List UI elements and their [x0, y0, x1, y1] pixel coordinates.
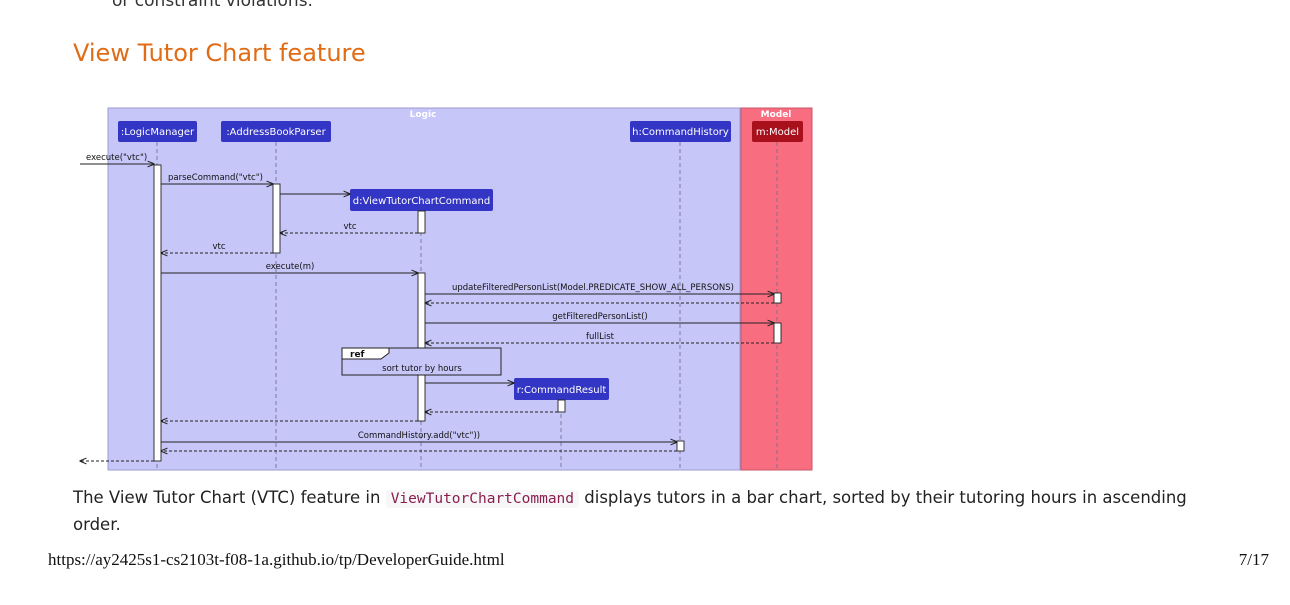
- activation-vtc-execute: [417, 272, 426, 422]
- participant-model-box: [752, 121, 803, 142]
- participant-parser: :AddressBookParser: [226, 127, 326, 138]
- ref-frame: ref sort tutor by hours: [341, 347, 502, 376]
- label-return-vtc-2: vtc: [212, 242, 225, 252]
- activation-model-get: [773, 322, 782, 344]
- participant-vtc-command: d:ViewTutorChartCommand: [353, 196, 490, 207]
- participant-command-result-box: [514, 378, 609, 400]
- description-paragraph: The View Tutor Chart (VTC) feature in Vi…: [73, 485, 1223, 537]
- sequence-diagram: Logic Model :LogicManager :AddressBookPa…: [78, 105, 818, 473]
- participant-command-history-box: [630, 121, 731, 142]
- activation-parser: [272, 183, 281, 254]
- activation-command-history: [676, 440, 685, 452]
- label-get-filtered: getFilteredPersonList(): [552, 312, 648, 322]
- label-history-add: CommandHistory.add("vtc")): [358, 431, 480, 441]
- section-heading: View Tutor Chart feature: [73, 39, 366, 67]
- participant-vtc-command-box: [350, 189, 493, 211]
- label-execute-vtc: execute("vtc"): [86, 153, 147, 163]
- label-parse-command: parseCommand("vtc"): [168, 173, 263, 183]
- activation-command-result: [557, 399, 566, 413]
- ref-tag: ref: [350, 350, 365, 360]
- inline-code-class: ViewTutorChartCommand: [385, 490, 580, 508]
- footer-url: https://ay2425s1-cs2103t-f08-1a.github.i…: [48, 550, 505, 569]
- participant-command-history: h:CommandHistory: [632, 127, 729, 138]
- participant-logic-manager-box: [118, 121, 197, 142]
- label-execute-m: execute(m): [266, 262, 315, 272]
- logic-group-label: Logic: [410, 110, 437, 120]
- participant-logic-manager: :LogicManager: [121, 127, 195, 138]
- activation-model-update: [773, 292, 782, 304]
- label-update-filtered: updateFilteredPersonList(Model.PREDICATE…: [452, 283, 734, 293]
- footer-page-number: 7/17: [1238, 550, 1269, 569]
- participant-parser-box: [221, 121, 331, 142]
- participant-command-result: r:CommandResult: [517, 385, 607, 396]
- paragraph-text-after: displays tutors in a bar chart, sorted b…: [73, 488, 1187, 534]
- label-full-list: fullList: [586, 332, 615, 342]
- model-group-box: [740, 107, 813, 471]
- activation-vtc-construct: [417, 210, 426, 234]
- label-return-vtc-1: vtc: [343, 222, 356, 232]
- participant-model: m:Model: [756, 127, 799, 138]
- model-group-label: Model: [761, 110, 792, 120]
- activation-logic-manager: [153, 164, 162, 462]
- previous-paragraph-tail: or constraint violations.: [112, 0, 313, 11]
- paragraph-text-before: The View Tutor Chart (VTC) feature in: [73, 488, 386, 507]
- ref-text: sort tutor by hours: [382, 364, 462, 374]
